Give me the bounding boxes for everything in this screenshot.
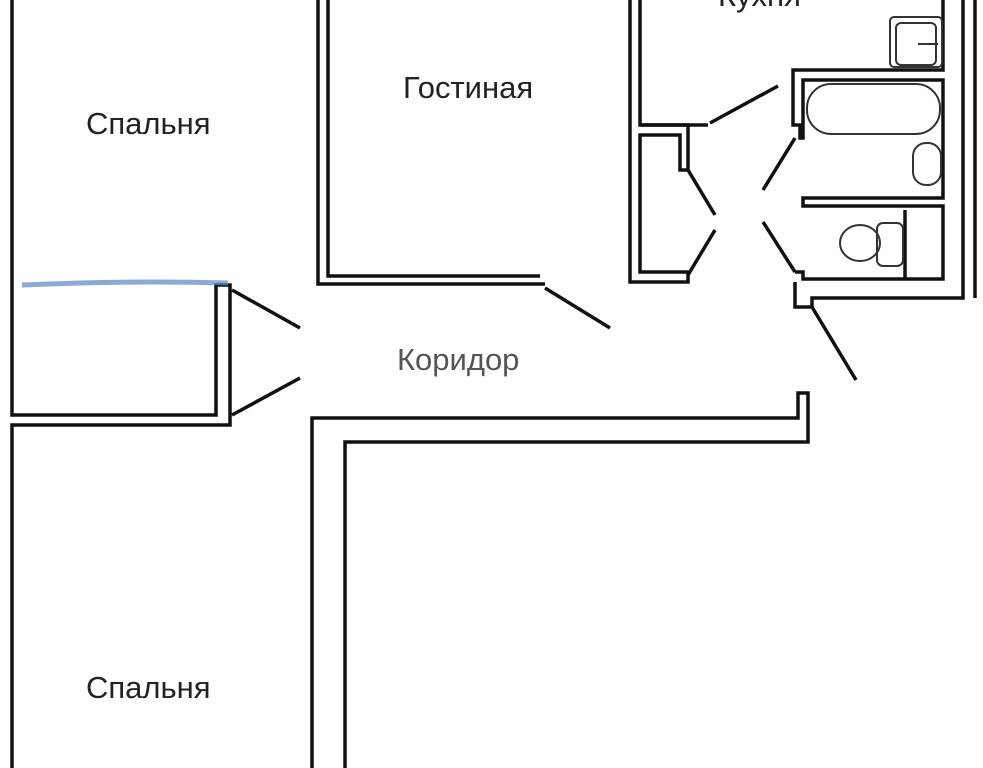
bathtub-icon xyxy=(806,83,941,135)
doors xyxy=(231,84,858,417)
room-label-kitchen: Кухня xyxy=(718,0,801,14)
walls xyxy=(10,0,977,768)
room-label-living-room: Гостиная xyxy=(403,70,534,105)
toilet-icon xyxy=(839,224,881,262)
washbasin-icon xyxy=(912,142,942,186)
room-label-bedroom-bottom: Спальня xyxy=(86,670,211,705)
room-label-corridor: Коридор xyxy=(397,342,520,377)
fixtures xyxy=(806,16,943,267)
blue-marker-stroke xyxy=(21,279,229,288)
sink-icon xyxy=(889,16,943,68)
room-label-bedroom-top: Спальня xyxy=(86,106,211,141)
